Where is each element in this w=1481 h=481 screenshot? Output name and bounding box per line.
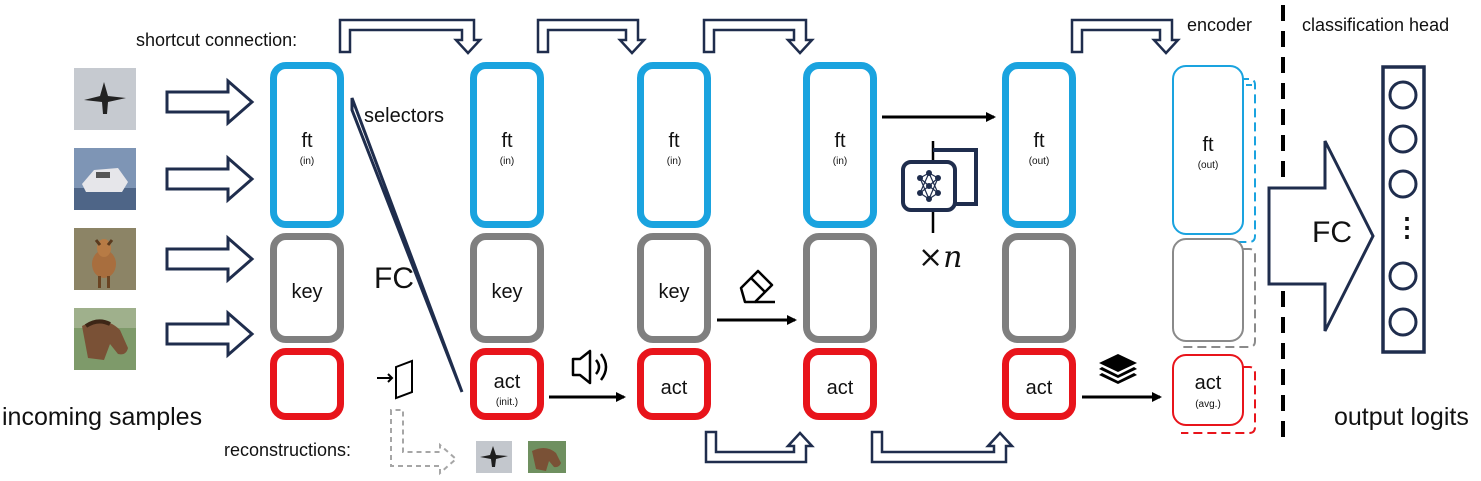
logit-node [1388,307,1418,337]
stage3-act-box: act [637,348,711,420]
stage1-act-box [270,348,344,420]
input-arrow-3 [165,234,255,284]
selectors-label: selectors [364,105,445,127]
stage3-key-label: key [658,281,690,303]
logit-node [1388,261,1418,291]
head-fc-arrow [1267,140,1375,332]
stage1-ft-sub: (in) [299,156,315,167]
output-logits-column [1381,65,1426,354]
stage2-act-sub: (init.) [495,397,519,408]
stage1-key-label: key [291,281,323,303]
stage4-key-box-empty [803,233,877,343]
selector-fc-label: FC [374,262,414,295]
stage2-key-label: key [491,281,523,303]
layers-icon [1099,354,1137,384]
stage1-ft-box: ft (in) [270,62,344,228]
stage3-ft-label: ft [668,130,680,152]
reconstruction-image-horse [528,441,566,473]
stage6-act-box: act (avg.) [1172,354,1244,426]
sample-image-deer [74,228,136,290]
input-arrows [165,77,255,359]
shortcut-bracket-3 [702,18,815,55]
stage5-act-label: act [1025,377,1053,399]
reconstructions-label: reconstructions: [224,440,352,460]
selector-fc-triangle [350,97,464,393]
stage3-ft-sub: (in) [666,156,682,167]
stage6-ft-label: ft [1202,134,1214,156]
stage5-ft-box: ft (out) [1002,62,1076,228]
stage4-ft-sub: (in) [832,156,848,167]
flow-arrows [549,112,1162,402]
encoder-label: encoder [1187,15,1253,35]
stage6-act-sub: (avg.) [1195,399,1221,410]
logits-ellipsis: ⋮ [1394,212,1420,242]
shortcut-bracket-1 [338,18,483,55]
logits-container [1381,65,1426,354]
sample-image-horse [74,308,136,370]
repeat-n-label: ×n [918,240,963,275]
incoming-samples-label: incoming samples [2,403,203,431]
stage5-ft-label: ft [1033,130,1045,152]
stage4-act-box: act [803,348,877,420]
stage6-key-box-empty [1172,238,1244,342]
stage4-ft-box: ft (in) [803,62,877,228]
input-arrow-2 [165,154,255,204]
stage5-act-box: act [1002,348,1076,420]
reconstruction-image-jet [476,441,512,473]
stage2-act-box: act (init.) [470,348,544,420]
output-logits-label: output logits [1334,403,1469,431]
sample-image-jet [74,68,136,130]
shortcut-connections-top [338,18,1181,55]
input-arrow-1 [165,77,255,127]
stage5-key-box-empty [1002,233,1076,343]
network-loop-icon [901,141,978,233]
stage3-ft-box: ft (in) [637,62,711,228]
logit-node [1388,169,1418,199]
stage4-ft-label: ft [834,130,846,152]
head-fc-label: FC [1312,216,1352,249]
shortcut-bracket-6 [870,430,1015,464]
logit-node [1388,80,1418,110]
stage2-act-label: act [493,371,521,393]
stage5-ft-sub: (out) [1028,156,1050,167]
shortcut-connection-label: shortcut connection: [136,30,298,50]
sample-image-boat [74,148,136,210]
stage1-key-box: key [270,233,344,343]
input-arrow-4 [165,309,255,359]
stage3-key-box: key [637,233,711,343]
shortcut-bracket-5 [704,430,815,464]
stage6-ft-box: ft (out) [1172,65,1244,235]
reconstruction-arrow [390,409,458,476]
stage2-ft-box: ft (in) [470,62,544,228]
stage3-act-label: act [660,377,688,399]
stage2-ft-sub: (in) [499,156,515,167]
logit-node [1388,124,1418,154]
stage1-ft-label: ft [301,130,313,152]
stage4-act-label: act [826,377,854,399]
eraser-icon [739,269,775,304]
speaker-icon [571,349,608,385]
classification-head-label: classification head [1302,15,1450,35]
door-exit-icon [377,359,413,400]
shortcut-bracket-2 [536,18,647,55]
stage2-key-box: key [470,233,544,343]
encoder-stack-outlines [1180,78,1256,434]
shortcut-connections-bottom [704,430,1015,464]
stage2-ft-label: ft [501,130,513,152]
stage6-act-label: act [1194,372,1222,394]
stage6-ft-sub: (out) [1197,160,1219,171]
shortcut-bracket-4 [1070,18,1181,55]
